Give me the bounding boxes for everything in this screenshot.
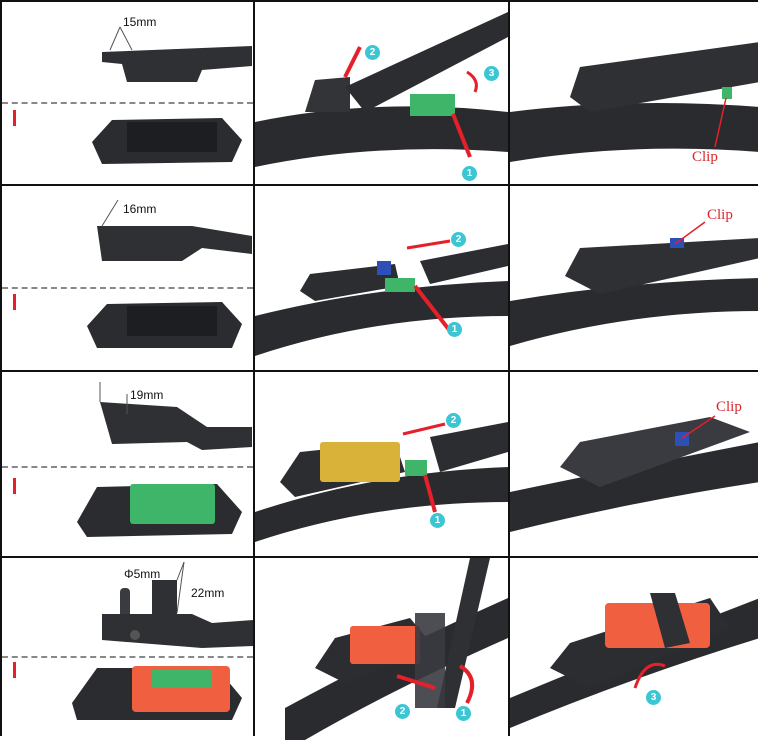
install-step-illustration <box>255 12 508 167</box>
step-badge: 2 <box>451 232 466 247</box>
step-badge: 1 <box>456 706 471 721</box>
install-step-illustration <box>255 422 508 542</box>
pin-adapter-illustration <box>72 561 253 720</box>
dimension-label: 19mm <box>130 388 164 402</box>
installed-adapter-illustration <box>510 593 758 728</box>
marker <box>13 478 16 494</box>
step-badge: 3 <box>484 66 499 81</box>
step-badge: 3 <box>646 690 661 705</box>
install-step-illustration <box>285 558 508 740</box>
row2-result-cell: Clip <box>510 186 758 370</box>
row1-adapter-cell: 15mm <box>2 2 253 184</box>
row1-steps-cell: 2 3 1 <box>255 2 508 184</box>
marker <box>13 110 16 126</box>
marker <box>13 662 16 678</box>
hook-adapter-illustration <box>77 382 252 537</box>
dimension-label: 22mm <box>191 586 225 600</box>
marker <box>13 294 16 310</box>
row3-result-cell: Clip <box>510 372 758 556</box>
step-badge: 1 <box>462 166 477 181</box>
clip-label: Clip <box>692 149 718 165</box>
step-badge: 2 <box>395 704 410 719</box>
installed-adapter-illustration <box>510 221 758 346</box>
pin-diameter-label: Φ5mm <box>124 567 161 581</box>
dimension-label: 16mm <box>123 202 157 216</box>
installed-adapter-illustration <box>510 42 758 162</box>
installed-adapter-illustration <box>510 415 758 532</box>
row2-adapter-cell: 16mm <box>2 186 253 370</box>
hook-adapter-illustration <box>92 26 252 164</box>
divider <box>2 466 253 468</box>
clip-label: Clip <box>707 207 733 223</box>
clip-label: Clip <box>716 399 742 415</box>
step-badge: 2 <box>446 413 461 428</box>
divider <box>2 102 253 104</box>
step-badge: 1 <box>447 322 462 337</box>
divider <box>2 656 253 658</box>
divider <box>2 287 253 289</box>
row3-adapter-cell: 19mm <box>2 372 253 556</box>
row1-result-cell: Clip <box>510 2 758 184</box>
row4-result-cell: 3 <box>510 558 758 740</box>
row4-adapter-cell: Φ5mm 22mm <box>2 558 253 740</box>
dimension-label: 15mm <box>123 15 157 29</box>
row4-steps-cell: 2 1 <box>255 558 508 740</box>
arrow <box>343 46 362 78</box>
row3-steps-cell: 2 1 <box>255 372 508 556</box>
hook-adapter-illustration <box>87 199 252 348</box>
step-badge: 2 <box>365 45 380 60</box>
step-badge: 1 <box>430 513 445 528</box>
row2-steps-cell: 2 1 <box>255 186 508 370</box>
install-step-illustration <box>255 239 508 356</box>
